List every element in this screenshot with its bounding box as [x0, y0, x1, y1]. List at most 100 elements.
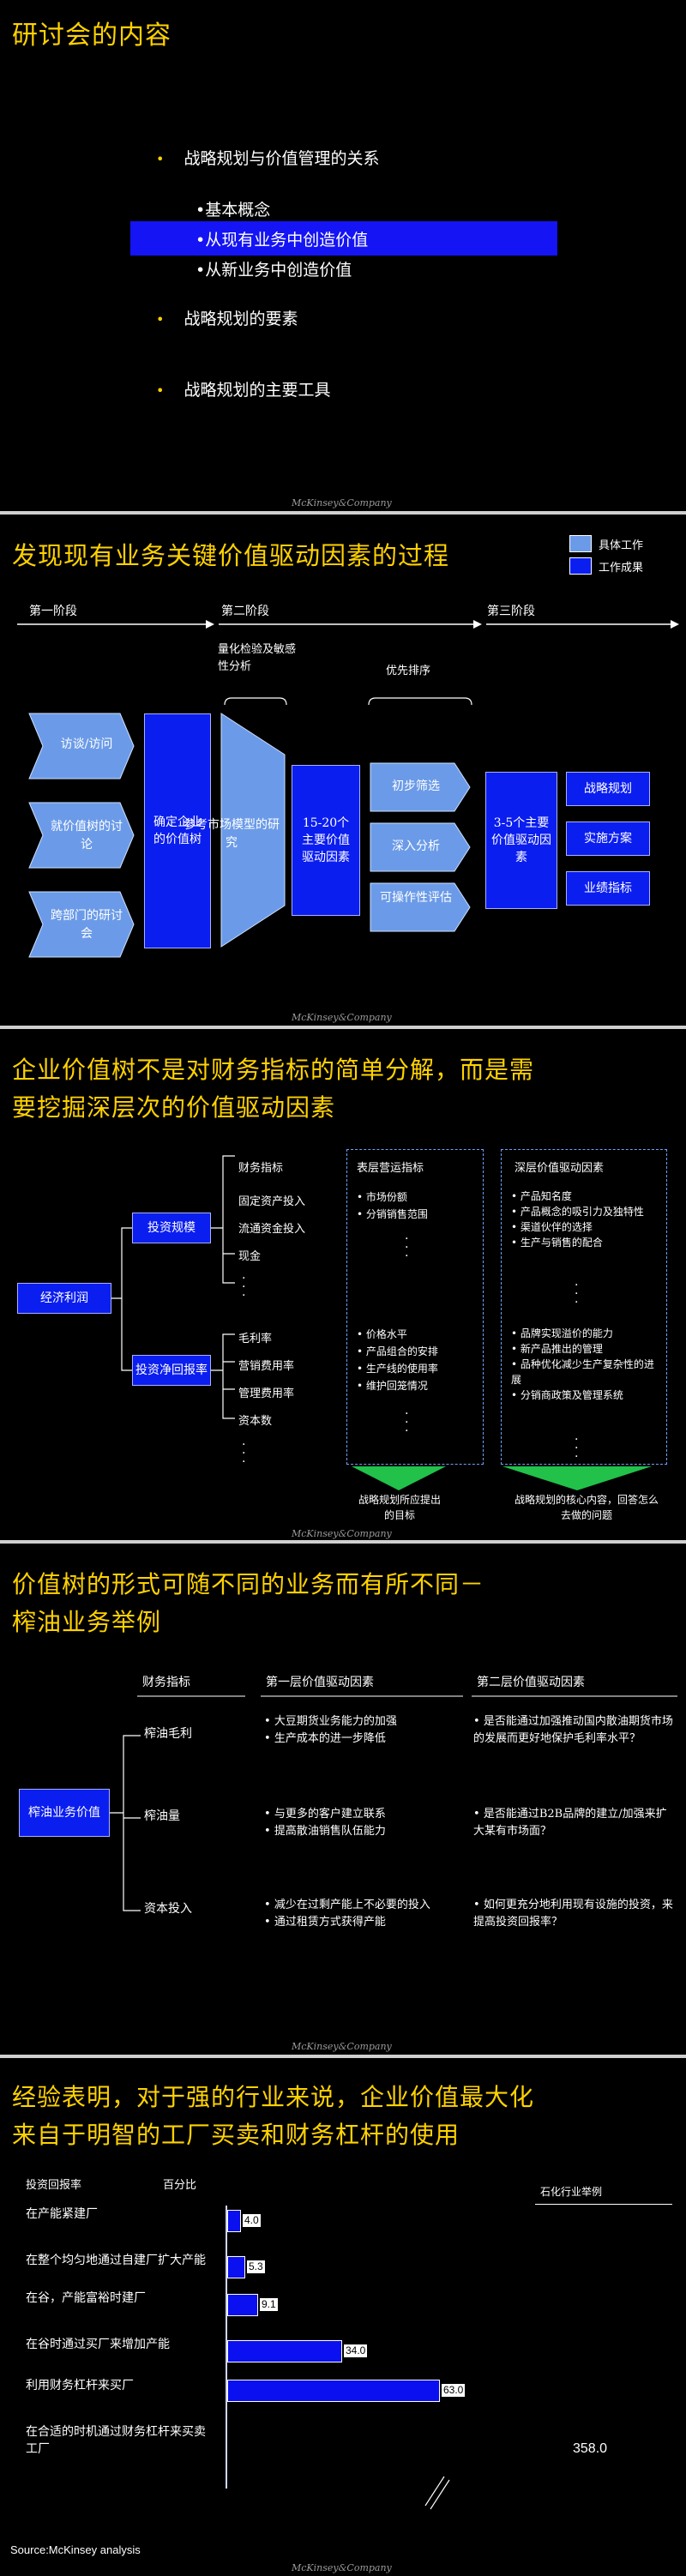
agenda-item-label: 战略规划的主要工具: [184, 381, 331, 400]
list-item: 固定资产投入: [238, 1195, 306, 1208]
ellipsis-icon: ...: [242, 1435, 246, 1466]
slide1-title: 研讨会的内容: [12, 21, 172, 51]
agenda-subitem-1: •基本概念: [196, 201, 271, 220]
agenda-item-label: 战略规划与价值管理的关系: [184, 149, 380, 168]
footer-logo: McKinsey&Company: [292, 1528, 392, 1539]
deep-top-list: • 产品知名度 • 产品概念的吸引力及独特性 • 渠道伙伴的选择 • 生产与销售…: [511, 1189, 662, 1250]
list-item: • 减少在过剩产能上不必要的投入: [264, 1899, 430, 1911]
header-financial: 财务指标: [142, 1676, 190, 1689]
chart-axis: [226, 2206, 227, 2489]
agenda-item-label: 战略规划的要素: [184, 310, 298, 328]
note-quant-test: 量化检验及敏感性分析: [218, 643, 297, 673]
root-oil-business-value: 榨油业务价值: [19, 1789, 110, 1837]
l2-row3: • 如何更充分地利用现有设施的投资，来提高投资回报率？: [473, 1897, 676, 1931]
bar-category-label: 在产能紧建厂: [26, 2207, 98, 2221]
slide-value-tree: 企业价值树不是对财务指标的简单分解，而是需 要挖掘深层次的价值驱动因素 经济利润…: [0, 1029, 686, 1540]
step-initial-screening: 初步筛选: [392, 779, 440, 793]
slide-divider: [0, 511, 686, 515]
header-financial: 财务指标: [238, 1162, 284, 1175]
list-item: • 新产品推出的管理: [511, 1343, 603, 1355]
list-item: • 如何更充分地利用现有设施的投资，来提高投资回报率？: [473, 1899, 673, 1929]
bar: [227, 2210, 241, 2232]
output-3-5-drivers: 3-5个主要价值驱动因素: [485, 772, 557, 909]
list-item: • 品种优化减少生产复杂性的进展: [511, 1358, 654, 1386]
slide-oil-example: 价值树的形式可随不同的业务而有所不同－ 榨油业务举例 财务指标 第一层价值驱动因…: [0, 1544, 686, 2055]
label-strategy-targets: 战略规划所应提出的目标: [358, 1494, 442, 1521]
list-item: • 生产与销售的配合: [511, 1237, 603, 1249]
list-item: 营销费用率: [238, 1360, 295, 1373]
output-implementation-plan: 实施方案: [566, 822, 650, 856]
list-item: • 产品概念的吸引力及独特性: [511, 1206, 644, 1218]
bar-category-label: 在整个均匀地通过自建厂扩大产能: [26, 2254, 206, 2267]
list-item: • 分销商政策及管理系统: [511, 1389, 623, 1401]
bar-category-label: 在谷，产能富裕时建厂: [26, 2291, 146, 2305]
list-item: • 与更多的客户建立联系: [264, 1808, 386, 1821]
bar: [227, 2380, 440, 2402]
list-item: • 价格水平: [357, 1328, 407, 1340]
source-note: Source:McKinsey analysis: [10, 2543, 141, 2556]
left-arrow-shapes: [28, 713, 471, 958]
l2-row2: • 是否能通过B2B品牌的建立/加强来扩大某有市场面？: [473, 1806, 676, 1840]
agenda-item-1: • 战略规划与价值管理的关系: [156, 146, 380, 169]
list-item: • 维护回笼情况: [357, 1380, 428, 1392]
l1-row1: • 大豆期货业务能力的加强 • 生产成本的进一步降低: [264, 1713, 466, 1748]
slide4-title-line2: 榨油业务举例: [12, 1608, 162, 1636]
slide-divider: [0, 2055, 686, 2058]
root-economic-profit: 经济利润: [17, 1283, 111, 1314]
step-value-tree-discussion: 就价值树的讨论: [51, 820, 123, 852]
l1-row2: • 与更多的客户建立联系 • 提高散油销售队伍能力: [264, 1806, 466, 1840]
label-strategy-core: 战略规划的核心内容，回答怎么去做的问题: [514, 1494, 659, 1521]
axis-label-roi: 投资回报率: [26, 2179, 82, 2192]
step-feasibility-eval: 可操作性评估: [380, 891, 452, 905]
bullet-icon: •: [156, 382, 165, 399]
ellipsis-icon: ...: [575, 1429, 579, 1460]
slide-divider: [0, 1540, 686, 1544]
list-item: • 是否能通过B2B品牌的建立/加强来扩大某有市场面？: [473, 1808, 667, 1838]
agenda-subitem-3: •从新业务中创造价值: [196, 261, 352, 280]
legend-swatch-dark: [569, 557, 592, 575]
surface-metrics-panel: [346, 1149, 484, 1465]
slide-agenda: 研讨会的内容 • 战略规划与价值管理的关系 •基本概念 •从现有业务中创造价值 …: [0, 0, 686, 511]
step-cross-dept-workshop: 跨部门的研讨会: [51, 909, 123, 941]
list-item: • 通过租赁方式获得产能: [264, 1916, 386, 1929]
legend: 具体工作 工作成果: [569, 535, 643, 575]
tree-connectors: [111, 1155, 652, 1490]
list-item: • 分销销售范围: [357, 1208, 428, 1220]
header-surface: 表层营运指标: [357, 1162, 424, 1175]
bar-category-label: 在谷时通过买厂来增加产能: [26, 2338, 170, 2351]
slide3-title-line1: 企业价值树不是对财务指标的简单分解，而是需: [12, 1056, 535, 1084]
node-investment-scale: 投资规模: [132, 1213, 211, 1243]
bar-value-label: 5.3: [247, 2260, 265, 2273]
bar-category-label: 在合适的时机通过财务杠杆来买卖工厂: [26, 2425, 206, 2456]
agenda-item-2: • 战略规划的要素: [156, 306, 298, 329]
list-item: • 产品知名度: [511, 1190, 572, 1202]
phase-timeline-arrows: [17, 620, 679, 706]
list-item: • 生产线的使用率: [357, 1363, 438, 1375]
slide5-title-line2: 来自于明智的工厂买卖和财务杠杆的使用: [12, 2121, 460, 2149]
slide-roi-chart: 经验表明，对于强的行业来说，企业价值最大化 来自于明智的工厂买卖和财务杠杆的使用…: [0, 2058, 686, 2576]
step-deep-analysis: 深入分析: [392, 840, 440, 853]
list-item: • 生产成本的进一步降低: [264, 1732, 386, 1745]
list-item: • 产品组合的安排: [357, 1345, 438, 1357]
fin-bottom-list: 毛利率 营销费用率 管理费用率 资本数: [238, 1326, 294, 1435]
deep-drivers-panel: [501, 1149, 667, 1465]
footer-logo: McKinsey&Company: [292, 2562, 392, 2573]
axis-break-icon: [424, 2476, 450, 2510]
step-interviews: 访谈/访问: [60, 737, 113, 751]
legend-item-output: 工作成果: [569, 557, 643, 575]
ellipsis-icon: ...: [575, 1275, 579, 1306]
output-strategy-plan: 战略规划: [566, 772, 650, 806]
deep-bottom-list: • 品牌实现溢价的能力 • 新产品推出的管理 • 品种优化减少生产复杂性的进展 …: [511, 1326, 662, 1403]
surface-top-list: • 市场份额 • 分销销售范围: [357, 1189, 428, 1223]
example-label: 石化行业举例: [540, 2186, 603, 2198]
ellipsis-icon: ...: [405, 1404, 409, 1435]
ellipsis-icon: ...: [405, 1229, 409, 1260]
header-level1: 第一层价值驱动因素: [266, 1676, 374, 1689]
bar-value-label: 34.0: [344, 2344, 368, 2357]
bar-value-label: 4.0: [243, 2214, 261, 2227]
list-item: 毛利率: [238, 1333, 273, 1345]
agenda-subitem-2: •从现有业务中创造价值: [196, 231, 369, 250]
metric-oil-margin: 榨油毛利: [144, 1727, 192, 1741]
bar: [227, 2294, 258, 2316]
